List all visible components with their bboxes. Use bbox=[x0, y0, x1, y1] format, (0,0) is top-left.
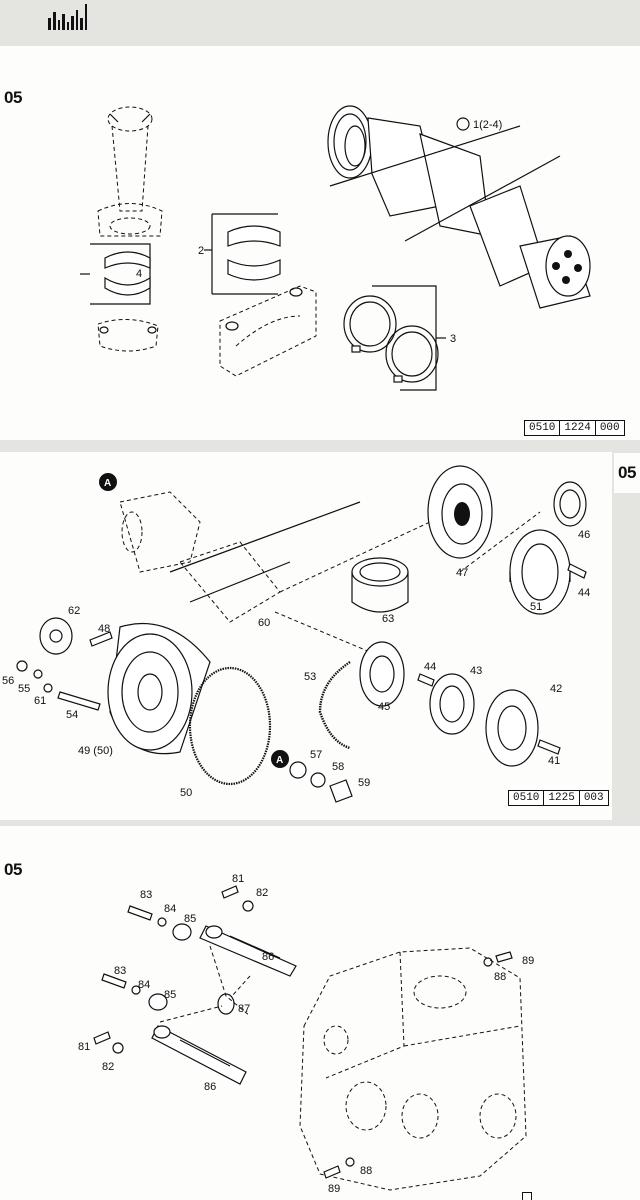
svg-text:44: 44 bbox=[424, 661, 436, 673]
svg-text:57: 57 bbox=[310, 749, 322, 761]
figure-code: 0510 1225 003 bbox=[508, 790, 609, 806]
svg-text:56: 56 bbox=[2, 675, 14, 687]
svg-text:61: 61 bbox=[34, 695, 46, 707]
rod-bearing-shells-drawing bbox=[80, 243, 151, 305]
crankshaft-end-drawing bbox=[119, 491, 361, 623]
figure-code-partial bbox=[522, 1192, 532, 1200]
callout-a-top bbox=[99, 473, 117, 491]
label-2: 2 bbox=[198, 245, 204, 257]
section-tab-right: 05 bbox=[614, 453, 640, 493]
bolt-44-top bbox=[567, 563, 587, 579]
thrust-rings-drawing bbox=[343, 285, 446, 391]
svg-text:A: A bbox=[276, 755, 283, 766]
pulley-51-drawing bbox=[509, 529, 571, 615]
svg-text:62: 62 bbox=[68, 605, 80, 617]
engine-block-drawing bbox=[299, 947, 527, 1191]
svg-text:59: 59 bbox=[358, 777, 370, 789]
balancer-shafts-figure: 05 bbox=[0, 826, 640, 1200]
svg-text:87: 87 bbox=[238, 1003, 250, 1015]
svg-text:83: 83 bbox=[114, 965, 126, 977]
svg-text:58: 58 bbox=[332, 761, 344, 773]
svg-text:50: 50 bbox=[180, 787, 192, 799]
svg-text:89: 89 bbox=[522, 955, 534, 967]
svg-text:85: 85 bbox=[164, 989, 176, 1001]
figure-code: 0510 1224 000 bbox=[524, 420, 625, 436]
svg-text:84: 84 bbox=[138, 979, 150, 991]
svg-text:53: 53 bbox=[304, 671, 316, 683]
svg-text:49 (50): 49 (50) bbox=[78, 745, 113, 757]
svg-text:60: 60 bbox=[258, 617, 270, 629]
svg-text:63: 63 bbox=[382, 613, 394, 625]
callout-a-bottom bbox=[271, 750, 289, 768]
ring-gear-drawing bbox=[188, 666, 272, 786]
label-4: 4 bbox=[136, 268, 142, 280]
svg-text:51: 51 bbox=[530, 601, 542, 613]
svg-text:43: 43 bbox=[470, 665, 482, 677]
svg-text:81: 81 bbox=[232, 873, 244, 885]
gear-47-drawing bbox=[427, 465, 493, 559]
section-tab: 05 bbox=[4, 88, 22, 107]
section-tab: 05 bbox=[4, 860, 22, 879]
balancer-diagram: 81 82 83 84 85 86 83 84 85 87 81 82 86 8… bbox=[78, 873, 534, 1195]
bolt-48 bbox=[89, 631, 113, 647]
flywheel-pulley-figure: A bbox=[0, 452, 612, 820]
flywheel-drawing bbox=[107, 623, 211, 755]
svg-text:42: 42 bbox=[550, 683, 562, 695]
svg-text:86: 86 bbox=[204, 1081, 216, 1093]
label-1: 1(2-4) bbox=[473, 119, 502, 131]
svg-text:86: 86 bbox=[262, 951, 274, 963]
bolt-41 bbox=[537, 739, 561, 755]
main-bearing-cap-drawing bbox=[219, 285, 317, 377]
stud-54 bbox=[57, 691, 101, 711]
connecting-rod-drawing bbox=[97, 106, 163, 237]
svg-text:89: 89 bbox=[328, 1183, 340, 1195]
svg-text:41: 41 bbox=[548, 755, 560, 767]
plate-62-drawing bbox=[39, 617, 73, 655]
crankshaft-diagram: 4 2 3 1(2-4) bbox=[80, 105, 591, 391]
svg-text:54: 54 bbox=[66, 709, 78, 721]
svg-text:82: 82 bbox=[256, 887, 268, 899]
svg-text:46: 46 bbox=[578, 529, 590, 541]
svg-text:85: 85 bbox=[184, 913, 196, 925]
svg-text:83: 83 bbox=[140, 889, 152, 901]
svg-text:55: 55 bbox=[18, 683, 30, 695]
sleeve-drawing bbox=[351, 557, 409, 613]
main-bearing-shells-drawing bbox=[204, 213, 281, 295]
crankshaft-drawing bbox=[327, 105, 591, 309]
rod-cap-drawing bbox=[97, 319, 159, 352]
crankshaft-bearings-figure: 05 bbox=[0, 46, 640, 440]
gasket-46-drawing bbox=[553, 481, 587, 527]
label-3: 3 bbox=[450, 333, 456, 345]
svg-text:45: 45 bbox=[378, 701, 390, 713]
svg-text:82: 82 bbox=[102, 1061, 114, 1073]
svg-text:81: 81 bbox=[78, 1041, 90, 1053]
barcode-logo bbox=[48, 4, 100, 30]
svg-text:84: 84 bbox=[164, 903, 176, 915]
svg-text:44: 44 bbox=[578, 587, 590, 599]
bolt-44-mid bbox=[417, 673, 435, 687]
svg-text:48: 48 bbox=[98, 623, 110, 635]
svg-text:88: 88 bbox=[360, 1165, 372, 1177]
flywheel-diagram: A bbox=[2, 465, 590, 803]
svg-text:A: A bbox=[104, 478, 111, 489]
svg-text:88: 88 bbox=[494, 971, 506, 983]
svg-text:47: 47 bbox=[456, 567, 468, 579]
